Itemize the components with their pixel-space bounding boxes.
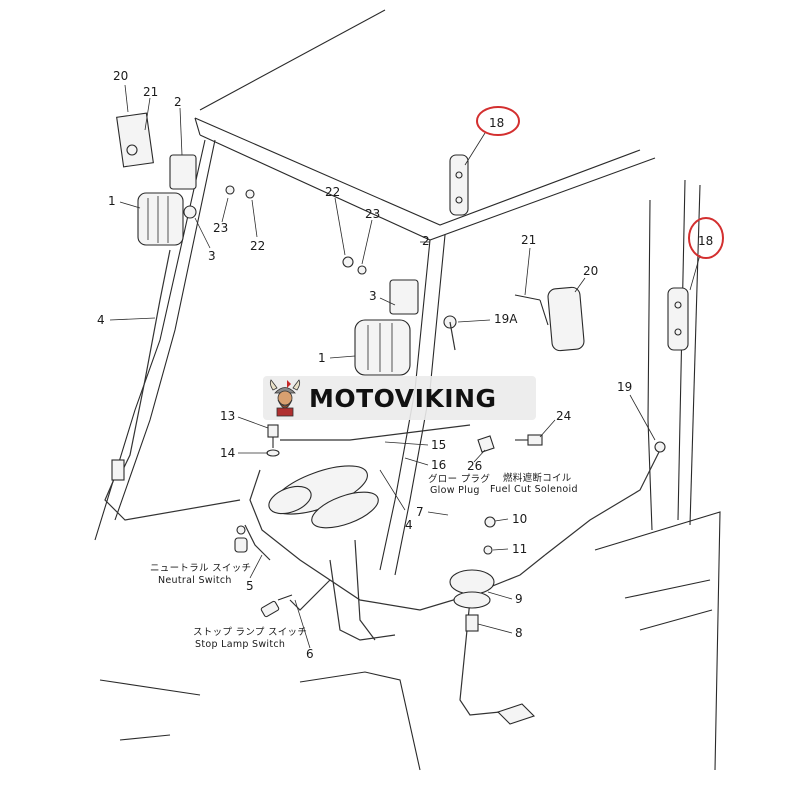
callout-22: 22 <box>250 239 265 253</box>
callout-19: 19 <box>617 380 632 394</box>
callout-16: 16 <box>431 458 446 472</box>
callout-6: 6 <box>306 647 314 661</box>
callout-8: 8 <box>515 626 523 640</box>
viking-logo-icon <box>269 379 301 417</box>
callout-2: 2 <box>422 234 430 248</box>
left-mirror <box>116 112 154 168</box>
callout-26: 26 <box>467 459 482 473</box>
watermark-banner: MOTOVIKING <box>263 376 536 420</box>
right-mirror <box>514 286 585 352</box>
neutral-switch <box>234 525 248 553</box>
highlight-18b <box>688 217 724 259</box>
callout-24: 24 <box>556 409 571 423</box>
screw-13 <box>266 424 280 457</box>
caption-neutral: Neutral Switch <box>158 575 232 586</box>
callout-22: 22 <box>325 185 340 199</box>
watermark-text: MOTOVIKING <box>309 383 497 413</box>
caption-fuel-cut: Fuel Cut Solenoid <box>490 484 578 495</box>
center-work-lamp <box>354 279 419 376</box>
callout-1: 1 <box>318 351 326 365</box>
callout-1: 1 <box>108 194 116 208</box>
caption-stop: Stop Lamp Switch <box>195 639 285 650</box>
callout-19a: 19A <box>494 312 518 326</box>
connector-left <box>111 459 125 481</box>
leader-lines <box>109 84 701 649</box>
left-work-lamp <box>137 154 255 246</box>
stop-lamp-switch <box>260 594 293 618</box>
callout-7: 7 <box>416 505 424 519</box>
callout-3: 3 <box>208 249 216 263</box>
main-harness <box>244 424 661 716</box>
clamp-19 <box>654 441 666 453</box>
relay-9 <box>449 569 495 609</box>
callout-5: 5 <box>246 579 254 593</box>
wire-harness-bottom <box>104 469 241 521</box>
fuel-cut-solenoid <box>515 434 543 446</box>
callout-21: 21 <box>143 85 158 99</box>
callout-13: 13 <box>220 409 235 423</box>
starter-assembly <box>268 465 379 529</box>
callout-20: 20 <box>113 69 128 83</box>
washer-11 <box>483 545 493 555</box>
cab-frame <box>94 9 721 771</box>
caption-fuel-cut-jp: 燃料遮断コイル <box>503 472 572 484</box>
callout-labels: 20 21 2 1 23 22 3 4 18 22 23 2 21 20 18 … <box>97 69 713 661</box>
callout-3: 3 <box>369 289 377 303</box>
wire-harness-left <box>117 249 171 481</box>
connector-8 <box>465 614 479 632</box>
callout-11: 11 <box>512 542 527 556</box>
nut-22 <box>342 256 354 268</box>
glow-plug <box>477 435 495 453</box>
caption-neutral-jp: ニュートラル スイッチ <box>150 563 251 574</box>
callout-21: 21 <box>521 233 536 247</box>
mirror-bracket-18b <box>667 287 689 351</box>
sensor-box <box>496 703 536 725</box>
callout-23: 23 <box>365 207 380 221</box>
callout-2: 2 <box>174 95 182 109</box>
caption-stop-jp: ストップ ランプ スイッチ <box>193 627 307 638</box>
callout-14: 14 <box>220 446 235 460</box>
callout-20: 20 <box>583 264 598 278</box>
wire-19a <box>449 321 456 351</box>
callout-4: 4 <box>405 518 413 532</box>
callout-4: 4 <box>97 313 105 327</box>
captions: グロー プラグ Glow Plug 燃料遮断コイル Fuel Cut Solen… <box>150 472 578 650</box>
highlight-18a <box>476 106 520 136</box>
caption-glow-plug: Glow Plug <box>430 485 480 496</box>
callout-23: 23 <box>213 221 228 235</box>
mirror-bracket-18a <box>449 154 469 216</box>
callout-10: 10 <box>512 512 527 526</box>
callout-15: 15 <box>431 438 446 452</box>
callout-18: 18 <box>698 234 713 248</box>
caption-glow-plug-jp: グロー プラグ <box>428 473 490 485</box>
bolt-10 <box>484 516 496 528</box>
callout-9: 9 <box>515 592 523 606</box>
washer-23 <box>357 265 367 275</box>
callout-18: 18 <box>489 116 504 130</box>
